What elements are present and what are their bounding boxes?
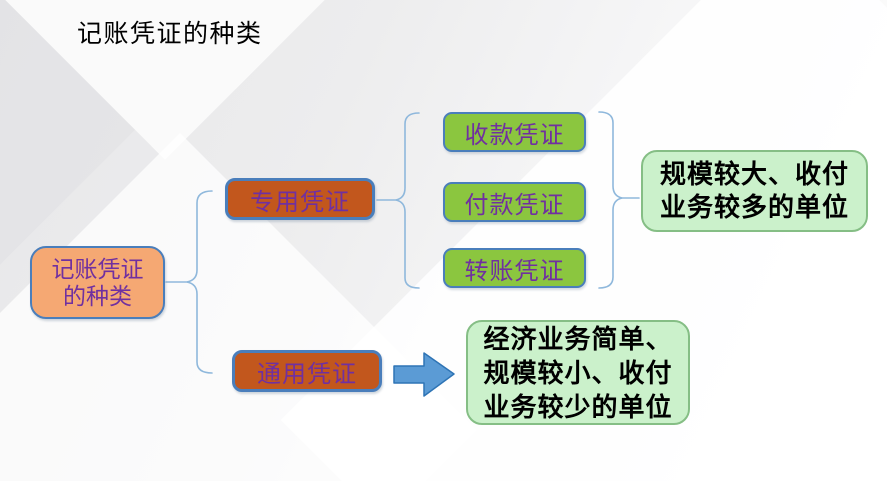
root-node-label-line: 的种类 bbox=[63, 282, 132, 309]
note-line: 业务较多的单位 bbox=[659, 192, 849, 222]
note-line: 业务较少的单位 bbox=[483, 391, 673, 422]
special-voucher-note: 规模较大、收付 业务较多的单位 bbox=[641, 150, 868, 232]
brace-types-to-note bbox=[598, 111, 623, 289]
general-voucher-node: 通用凭证 bbox=[232, 350, 382, 392]
payment-voucher-node: 付款凭证 bbox=[443, 182, 586, 222]
right-block-arrow-icon bbox=[393, 352, 455, 397]
brace-special-to-types bbox=[395, 112, 420, 289]
note-line: 规模较小、收付 bbox=[483, 357, 673, 388]
root-node-label-line: 记账凭证 bbox=[51, 255, 144, 282]
receipt-voucher-node: 收款凭证 bbox=[443, 112, 586, 152]
special-voucher-node: 专用凭证 bbox=[225, 178, 375, 220]
transfer-voucher-node: 转账凭证 bbox=[443, 248, 586, 288]
general-voucher-note: 经济业务简单、 规模较小、收付 业务较少的单位 bbox=[466, 320, 690, 425]
brace-root-to-categories bbox=[186, 190, 213, 374]
note-line: 经济业务简单、 bbox=[483, 323, 673, 354]
note-line: 规模较大、收付 bbox=[659, 159, 849, 189]
slide-title: 记账凭证的种类 bbox=[77, 20, 263, 48]
root-node: 记账凭证 的种类 bbox=[30, 246, 165, 319]
